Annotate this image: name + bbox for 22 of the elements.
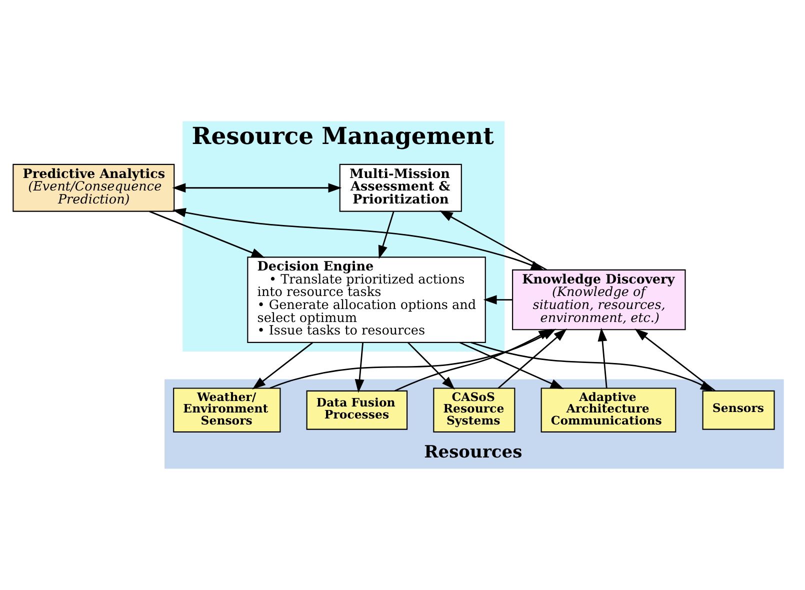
arrow (483, 295, 512, 304)
arrow (408, 342, 455, 390)
arrow (252, 342, 313, 390)
arrow (172, 208, 544, 271)
node-box: Weather/ Environment Sensors (173, 388, 281, 432)
node-box: Decision Engine • Translate prioritized actions into resource tasks • Generate allocation options and select optimum • Issue tasks to resources (247, 256, 486, 343)
arrow (459, 342, 564, 390)
arrow (439, 210, 547, 270)
node-box: Predictive Analytics (Event/Consequence Prediction) (12, 164, 175, 212)
arrow (378, 211, 394, 259)
arrow (470, 342, 714, 392)
node-box: Multi-Mission Assessment & Prioritization (339, 164, 462, 212)
arrow (634, 328, 716, 392)
node-box: Data Fusion Processes (306, 390, 408, 430)
arrow (172, 183, 342, 193)
arrow (149, 210, 265, 258)
arrow (598, 328, 608, 388)
arrow (354, 342, 364, 393)
node-box: Knowledge Discovery (Knowledge of situation, resources, environment, etc.) (512, 269, 686, 330)
node-box: CASoS Resource Systems (433, 388, 516, 432)
node-box: Sensors (702, 390, 775, 430)
node-box: Adaptive Architecture Communications (540, 388, 676, 432)
